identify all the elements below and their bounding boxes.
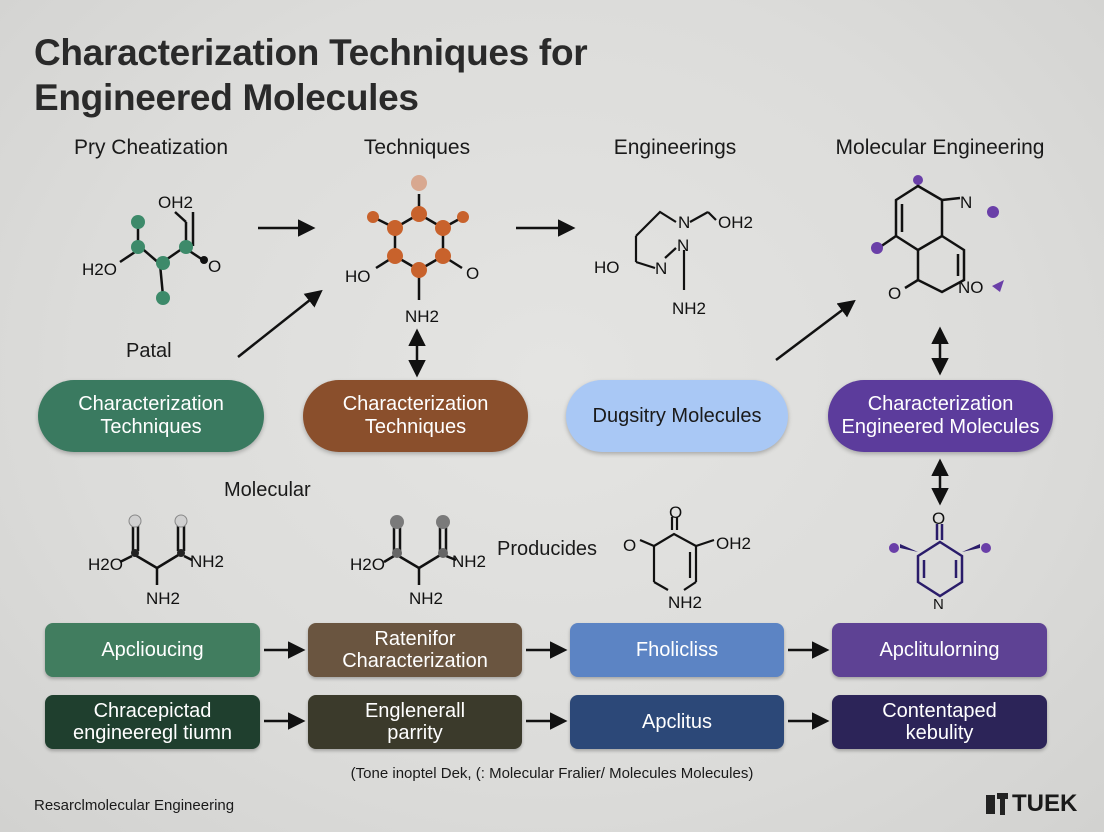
pill-dugsitry-molecules: Dugsitry Molecules [566,380,788,452]
pill-1-line-1: Characterization [78,393,224,415]
pill-4-line-1: Characterization [867,393,1014,415]
m3-label-oh2: OH2 [718,213,753,232]
molecule-3 [634,210,717,290]
m5-label-nh2-1: NH2 [190,552,224,571]
diagram-caption: (Tone inoptel Dek, (: Molecular Fralier/… [350,765,754,782]
m3-label-ho: HO [594,258,620,277]
diagram-title: Characterization Techniques for Engineer… [34,30,588,120]
m3-label-nh2: NH2 [672,299,706,318]
m3-label-n1: N [678,213,690,232]
brand-logo: TUEK [984,790,1077,818]
molecule-5-atoms [128,514,188,557]
logo-text: TUEK [1012,790,1078,817]
m6-label-nh2-2: NH2 [409,589,443,608]
molecule-2-atoms [367,175,469,278]
m4-label-o: O [888,284,901,303]
pill-4-line-2: Engineered Molecules [841,416,1040,438]
arrow-diagonal-2 [775,299,856,361]
pill-2-line-1: Characterization [342,393,489,415]
molecule-4-atoms [871,175,1004,292]
m1-label-oh2: OH2 [158,193,193,212]
molecule-6-atoms [390,515,450,558]
molecule-8-atoms [889,543,991,553]
column-heading-3: Engineerings [613,136,737,159]
logo-icon [986,793,1008,815]
molecule-1-atoms [131,215,208,305]
m7-label-o1: O [669,503,682,522]
molecule-7 [639,517,715,591]
pill-2-line-2: Techniques [364,416,467,438]
m1-label-o: O [208,257,221,276]
m3-label-n2: N [655,259,667,278]
pill-1-line-2: Techniques [100,416,202,438]
molecule-6 [383,527,457,585]
row2-box-1: Chracepictad engineeregl tiumn [45,695,260,749]
molecule-2 [372,194,464,300]
footer-text: Resarclmolecular Engineering [34,797,235,814]
row1-box-3: Fholicliss [570,623,784,677]
molecule-4 [879,180,966,294]
label-producides: Producides [497,538,598,560]
m6-label-nh2-1: NH2 [452,552,486,571]
m7-label-oh2: OH2 [716,534,751,553]
label-molecular: Molecular [224,479,311,501]
arrow-diagonal-1 [237,289,323,358]
m1-label-h2o: H2O [82,260,117,279]
title-line-1: Characterization Techniques for [34,32,588,73]
m2-label-ho: HO [345,267,371,286]
row1-box-1: Apcliouc​ing [45,623,260,677]
title-line-2: Engineered Molecules [34,77,419,118]
m7-label-o2: O [623,536,636,555]
column-heading-1: Pry Cheatization [73,136,229,159]
m2-label-nh2: NH2 [405,307,439,326]
m8-label-o: O [932,509,945,528]
m5-label-h2o: H2O [88,555,123,574]
m6-label-h2o: H2O [350,555,385,574]
m7-label-nh2: NH2 [668,593,702,612]
column-heading-4: Molecular Engineering [835,136,1045,159]
m4-label-n: N [960,193,972,212]
molecule-5 [119,523,193,585]
row2-box-4: Contentaped kebulity [832,695,1047,749]
pill-3-line-1: Dugsitry Molecules [592,404,762,427]
row1-box-4: Apclitulorning [832,623,1047,677]
row1-box-2: Ratenifor Characterization [308,623,522,677]
molecule-1 [119,211,207,297]
m5-label-nh2-2: NH2 [146,589,180,608]
molecule-8 [916,524,964,598]
column-heading-2: Techniques [363,136,471,159]
m2-label-o: O [466,264,479,283]
label-patal: Patal [126,340,172,362]
m4-label-no: NO [958,278,984,297]
row2-box-3: Apclitus [570,695,784,749]
row2-box-2: Englenerall parrity [308,695,522,749]
m3-label-n3: N [677,236,689,255]
m8-label-n: N [933,596,944,613]
